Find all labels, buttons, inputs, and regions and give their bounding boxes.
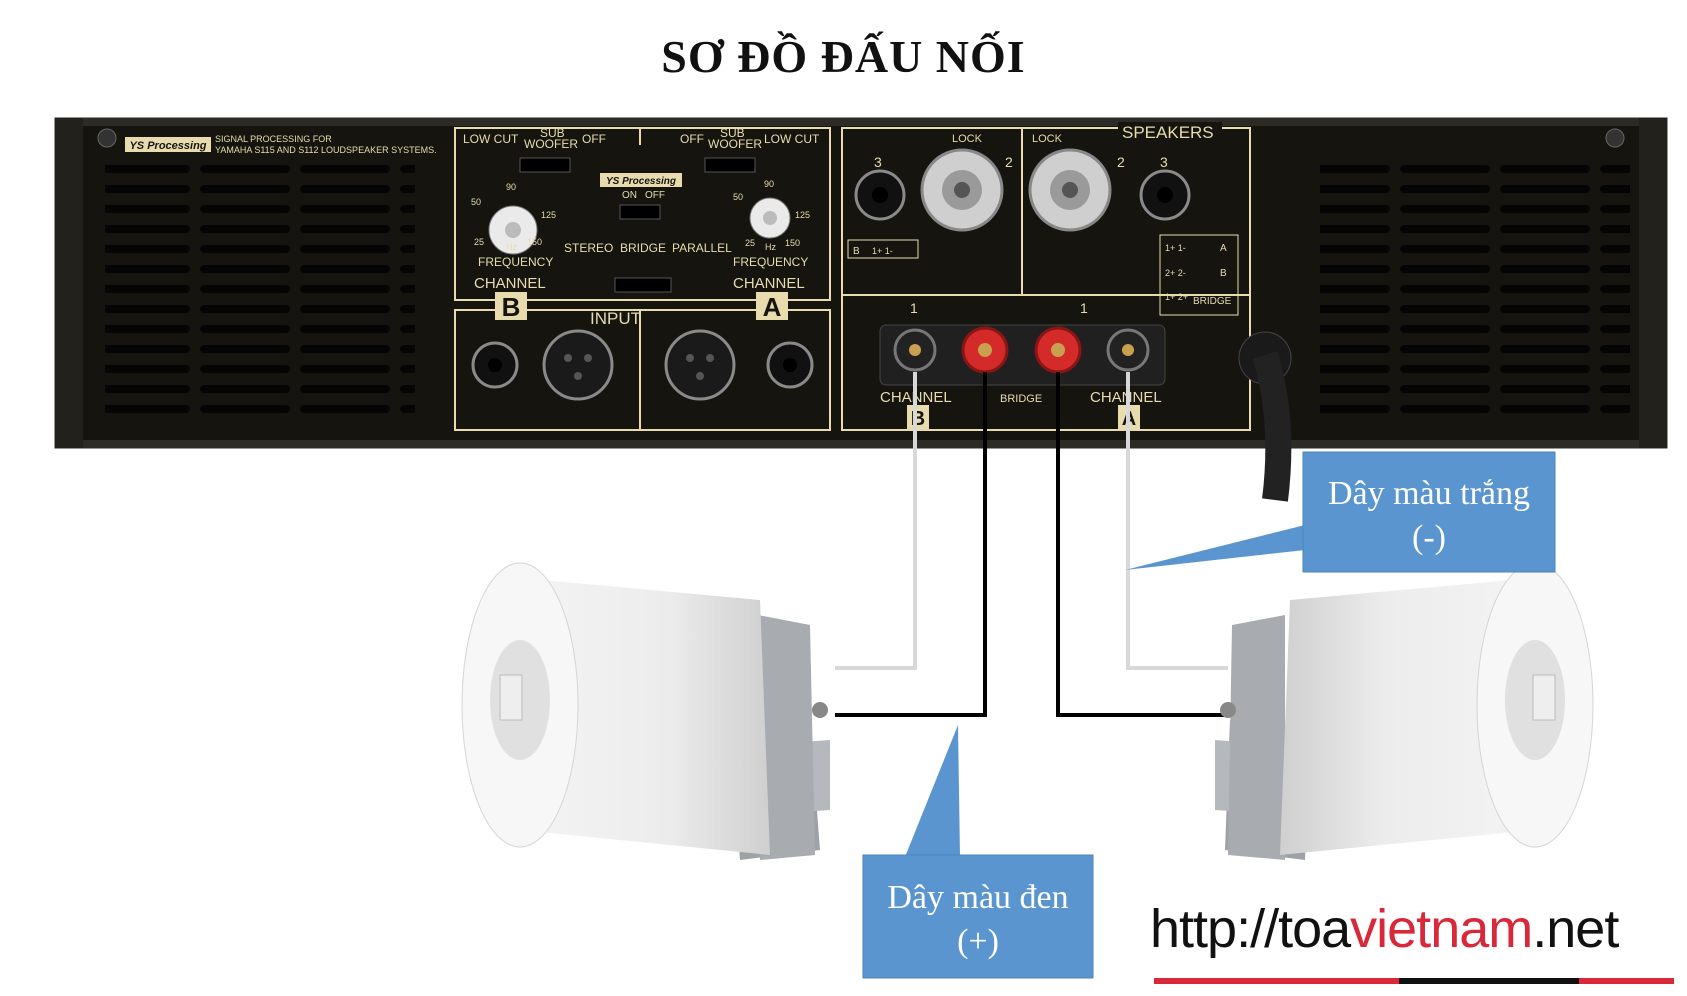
url-underline [1154,978,1674,984]
subwoofer-switch-a[interactable] [704,157,756,173]
svg-text:WOOFER: WOOFER [708,137,762,151]
speakers-section [841,127,1251,431]
callout-black-wire-line2: (+) [957,923,999,960]
xlr-input-a[interactable] [664,329,736,401]
svg-text:150: 150 [527,237,542,247]
svg-text:2: 2 [1005,154,1013,170]
svg-text:B: B [1220,268,1227,279]
svg-text:3: 3 [874,154,882,170]
url-highlight: vietnam [1350,899,1533,959]
svg-text:SUB: SUB [720,126,745,140]
speakers-connectors: SPEAKERS LOCK LOCK 3 2 2 3 B 1+ 1- 1+ 1-… [847,122,1239,316]
page-title: SƠ ĐỒ ĐẤU NỐI [661,31,1026,82]
callout-white-wire-line1: Dây màu trắng [1328,475,1530,512]
brand-block: YS Processing SIGNAL PROCESSING FOR YAMA… [125,134,437,155]
channel-a-controls: OFF SUB WOOFER LOW CUT 50 90 125 25 Hz 1… [680,126,820,322]
svg-text:PARALLEL: PARALLEL [672,241,732,255]
svg-text:ON: ON [622,190,637,201]
svg-text:FREQUENCY: FREQUENCY [478,255,553,269]
svg-text:90: 90 [764,179,774,189]
svg-text:STEREO: STEREO [564,241,613,255]
svg-text:LOCK: LOCK [1032,133,1063,145]
horn-speaker-left [461,562,830,860]
brand-logo: YS Processing [129,140,206,152]
stereo-bridge-parallel-switch[interactable] [614,277,672,293]
desc-line-2: YAMAHA S115 AND S112 LOUDSPEAKER SYSTEMS… [215,145,437,155]
horn-speaker-right [1215,562,1594,860]
svg-text:Hz: Hz [506,242,517,252]
vent-grille-left [105,160,415,425]
callout-white-wire-line2: (-) [1412,519,1446,556]
callout-black-wire-line1: Dây màu đen [887,879,1068,916]
svg-text:90: 90 [506,182,516,192]
xlr-input-b[interactable] [542,329,614,401]
power-mode-switch[interactable] [619,204,661,220]
amplifier-rear-panel [54,117,1668,449]
channel-b-controls: LOW CUT SUB WOOFER OFF 50 90 125 25 Hz 1… [463,126,606,322]
svg-text:B: B [911,408,925,430]
wire-white-left [835,372,917,670]
svg-text:B: B [853,246,860,257]
svg-text:BRIDGE: BRIDGE [620,241,666,255]
wire-white-right [1126,372,1228,670]
callout-black-wire: Dây màu đen (+) [862,725,1094,979]
desc-line-1: SIGNAL PROCESSING FOR [215,134,332,144]
svg-text:1+ 1-: 1+ 1- [872,246,893,256]
svg-text:1: 1 [1080,300,1088,316]
svg-text:1+ 1-: 1+ 1- [1165,243,1186,253]
input-section: INPUT [471,309,814,401]
svg-text:WOOFER: WOOFER [524,137,578,151]
power-cable [1238,331,1292,502]
wire-black-right [1056,372,1228,717]
svg-text:BRIDGE: BRIDGE [1000,393,1042,405]
svg-text:CHANNEL: CHANNEL [474,275,546,292]
vent-grille-right [1320,160,1630,425]
svg-text:25: 25 [474,237,484,247]
mode-switch-block: YS Processing ON OFF STEREO BRIDGE PARAL… [564,173,732,293]
wire-black-left [835,372,987,717]
binding-posts: 1 1 CHANNEL CHANNEL BRIDGE B A [879,300,1166,430]
svg-text:50: 50 [733,192,743,202]
svg-text:25: 25 [745,238,755,248]
svg-text:Hz: Hz [765,242,776,252]
svg-text:SPEAKERS: SPEAKERS [1122,123,1214,142]
svg-text:A: A [1220,243,1227,254]
svg-text:LOW CUT: LOW CUT [463,132,519,146]
website-url[interactable]: http://toavietnam.net [1150,898,1619,960]
svg-text:SUB: SUB [540,126,565,140]
svg-text:OFF: OFF [680,132,704,146]
svg-text:1: 1 [910,300,918,316]
svg-text:125: 125 [795,210,810,220]
callout-white-wire: Dây màu trắng (-) [1125,451,1556,573]
svg-text:125: 125 [541,210,556,220]
svg-text:FREQUENCY: FREQUENCY [733,255,808,269]
svg-text:OFF: OFF [645,190,665,201]
svg-text:LOW CUT: LOW CUT [764,132,820,146]
svg-text:3: 3 [1160,154,1168,170]
svg-text:OFF: OFF [582,132,606,146]
svg-text:2: 2 [1117,154,1125,170]
url-suffix: .net [1532,899,1619,959]
svg-text:50: 50 [471,197,481,207]
svg-text:CHANNEL: CHANNEL [1090,389,1162,406]
svg-text:LOCK: LOCK [952,133,983,145]
svg-text:150: 150 [785,238,800,248]
svg-text:B: B [502,292,521,322]
svg-text:2+ 2-: 2+ 2- [1165,268,1186,278]
svg-text:1+ 2+: 1+ 2+ [1165,292,1188,302]
processing-section [454,127,831,431]
svg-text:INPUT: INPUT [590,309,641,328]
svg-text:BRIDGE: BRIDGE [1193,296,1232,307]
svg-text:A: A [763,292,782,322]
svg-text:YS Processing: YS Processing [606,176,676,187]
svg-text:CHANNEL: CHANNEL [733,275,805,292]
subwoofer-switch-b[interactable] [519,157,571,173]
wires [835,372,1228,717]
url-prefix: http://toa [1150,899,1351,959]
